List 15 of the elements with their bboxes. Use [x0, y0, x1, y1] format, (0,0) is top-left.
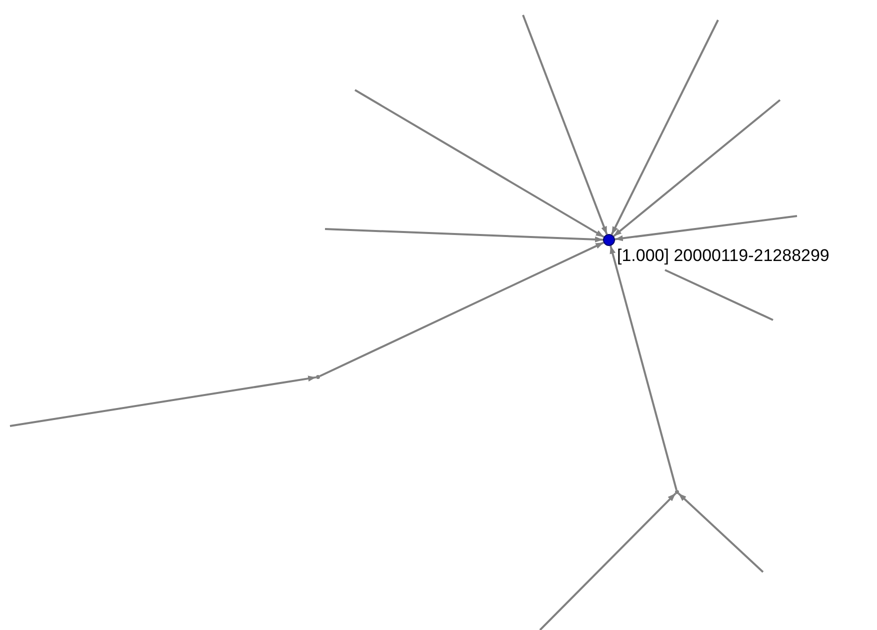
node-label: [1.000] 20000119-21288299: [617, 247, 830, 264]
junction-point: [675, 490, 679, 494]
arrow: [614, 215, 798, 242]
arrow: [610, 246, 678, 490]
arrow: [613, 99, 781, 237]
arrow: [319, 242, 604, 378]
graph-node: [603, 234, 615, 246]
arrow: [10, 376, 316, 427]
junction-point: [316, 375, 320, 379]
arrow: [678, 492, 764, 573]
arrow: [522, 14, 608, 235]
arrow: [324, 228, 604, 242]
arrow: [354, 89, 604, 238]
arrow: [539, 492, 676, 630]
arrow: [610, 20, 719, 236]
